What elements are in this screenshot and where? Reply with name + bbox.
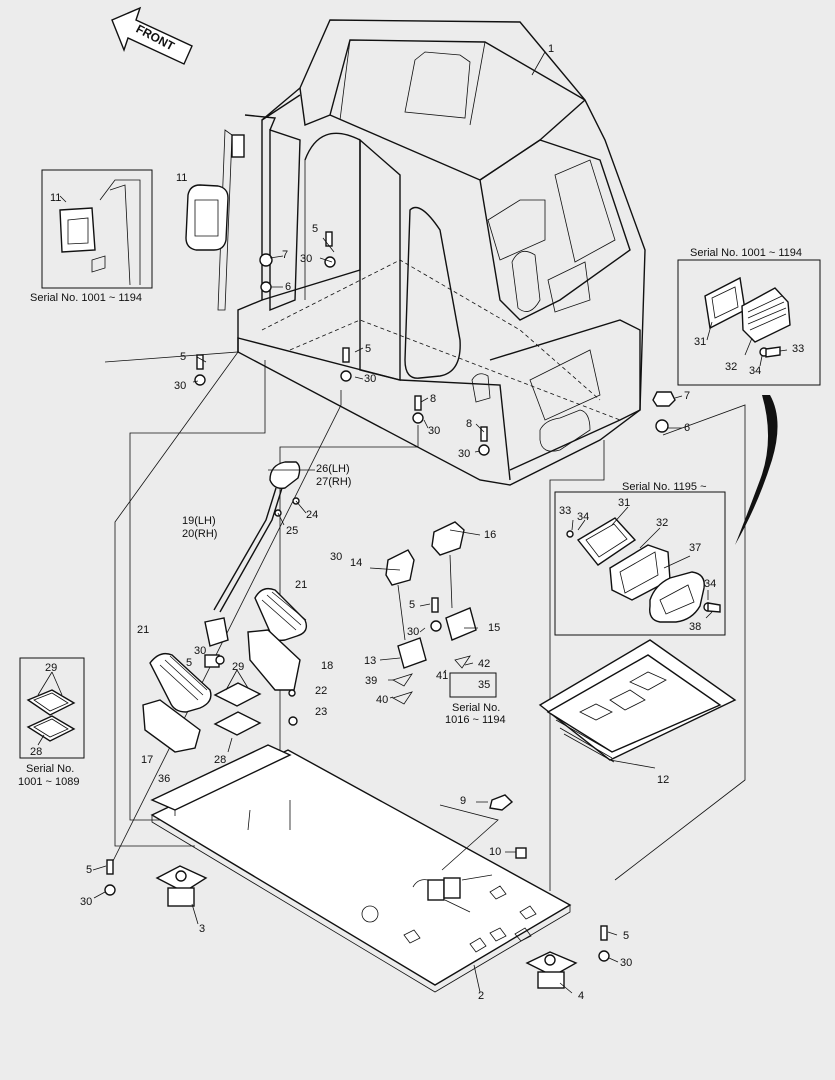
callout-number: 14	[350, 557, 362, 569]
callout-number: 4	[578, 990, 584, 1002]
callout-number: 6	[684, 422, 690, 434]
callout-number: 2	[478, 990, 484, 1002]
callout-number: 27(RH)	[316, 476, 351, 488]
callout-number: 37	[689, 542, 701, 554]
callout-number: 9	[460, 795, 466, 807]
inset-label-left-line1: Serial No.	[26, 763, 74, 775]
callout-number: 34	[749, 365, 761, 377]
callout-number: 33	[559, 505, 571, 517]
callout-number: 5	[365, 343, 371, 355]
callout-number: 32	[725, 361, 737, 373]
cab-mounts	[92, 859, 619, 994]
callout-number: 24	[306, 509, 318, 521]
callout-number: 22	[315, 685, 327, 697]
controller-box	[538, 639, 737, 769]
inset-vent-early-serial	[677, 259, 821, 386]
callout-number: 36	[158, 773, 170, 785]
console-brackets	[369, 521, 497, 705]
callout-number: 30	[458, 448, 470, 460]
callout-number: 5	[86, 864, 92, 876]
cab-frame	[185, 19, 646, 486]
callout-number: 12	[657, 774, 669, 786]
inset-mirror-early-serial	[41, 169, 153, 289]
callout-number: 34	[577, 511, 589, 523]
callout-number: 28	[214, 754, 226, 766]
callout-number: 17	[141, 754, 153, 766]
callout-number: 30	[428, 425, 440, 437]
inset-vent-later-serial	[554, 491, 726, 636]
callout-number: 8	[430, 393, 436, 405]
callout-number: 7	[282, 249, 288, 261]
callout-number: 6	[285, 281, 291, 293]
callout-number: 7	[684, 390, 690, 402]
inset-pedal-pad-early-serial	[19, 657, 85, 759]
callout-number: 30	[364, 373, 376, 385]
inset-serial-labels: Serial No. 1001 ~ 1194 Serial No. 1001 ~…	[18, 247, 802, 788]
cable-swoosh	[735, 395, 778, 545]
callout-number: 5	[623, 930, 629, 942]
callout-number: 39	[365, 675, 377, 687]
inset-label-small-line2: 1016 ~ 1194	[445, 714, 506, 726]
callout-number: 5	[186, 657, 192, 669]
callout-number: 31	[618, 497, 630, 509]
callout-number: 29	[45, 662, 57, 674]
callout-number: 5	[312, 223, 318, 235]
inset-label-middle-right: Serial No. 1195 ~	[622, 481, 707, 493]
callout-number: 28	[30, 746, 42, 758]
callout-number: 15	[488, 622, 500, 634]
callout-number: 32	[656, 517, 668, 529]
callout-number: 30	[620, 957, 632, 969]
callout-number: 31	[694, 336, 706, 348]
callout-number: 10	[489, 846, 501, 858]
front-direction-arrow: FRONT	[111, 6, 193, 65]
callout-number: 30	[300, 253, 312, 265]
callout-number: 35	[478, 679, 490, 691]
inset-label-top-left: Serial No. 1001 ~ 1194	[30, 292, 142, 304]
travel-lever-and-pedals	[142, 461, 315, 753]
inset-label-left-line2: 1001 ~ 1089	[18, 776, 79, 788]
callout-number: 3	[199, 923, 205, 935]
floor-plate	[150, 744, 572, 993]
callout-number: 41	[436, 670, 448, 682]
callout-number: 30	[194, 645, 206, 657]
callout-number: 23	[315, 706, 327, 718]
callout-number: 30	[174, 380, 186, 392]
callout-number: 11	[176, 172, 187, 184]
callout-number: 21	[295, 579, 307, 591]
part-callouts: 1 2 3 4 5 5 5 5 5 5 5 6 6 7 7 8 8 9 10 1…	[30, 43, 804, 1002]
callout-number: 30	[80, 896, 92, 908]
callout-number: 29	[232, 661, 244, 673]
cab-fasteners	[194, 231, 676, 456]
callout-number: 38	[689, 621, 701, 633]
callout-number: 30	[330, 551, 342, 563]
callout-number: 42	[478, 658, 490, 670]
callout-number: 13	[364, 655, 376, 667]
callout-number: 20(RH)	[182, 528, 217, 540]
callout-number: 5	[409, 599, 415, 611]
callout-number: 5	[180, 351, 186, 363]
callout-number: 21	[137, 624, 149, 636]
callout-number: 30	[407, 626, 419, 638]
callout-number: 26(LH)	[316, 463, 350, 475]
callout-number: 34	[704, 578, 716, 590]
inset-label-small-line1: Serial No.	[452, 702, 500, 714]
callout-number: 40	[376, 694, 388, 706]
callout-number: 18	[321, 660, 333, 672]
callout-number: 16	[484, 529, 496, 541]
cab-leader-lines	[104, 51, 746, 891]
callout-number: 8	[466, 418, 472, 430]
callout-number: 25	[286, 525, 298, 537]
callout-number: 33	[792, 343, 804, 355]
callout-number: 19(LH)	[182, 515, 216, 527]
callout-number: 11	[50, 192, 61, 204]
callout-number: 1	[548, 43, 554, 55]
inset-label-top-right: Serial No. 1001 ~ 1194	[690, 247, 802, 259]
